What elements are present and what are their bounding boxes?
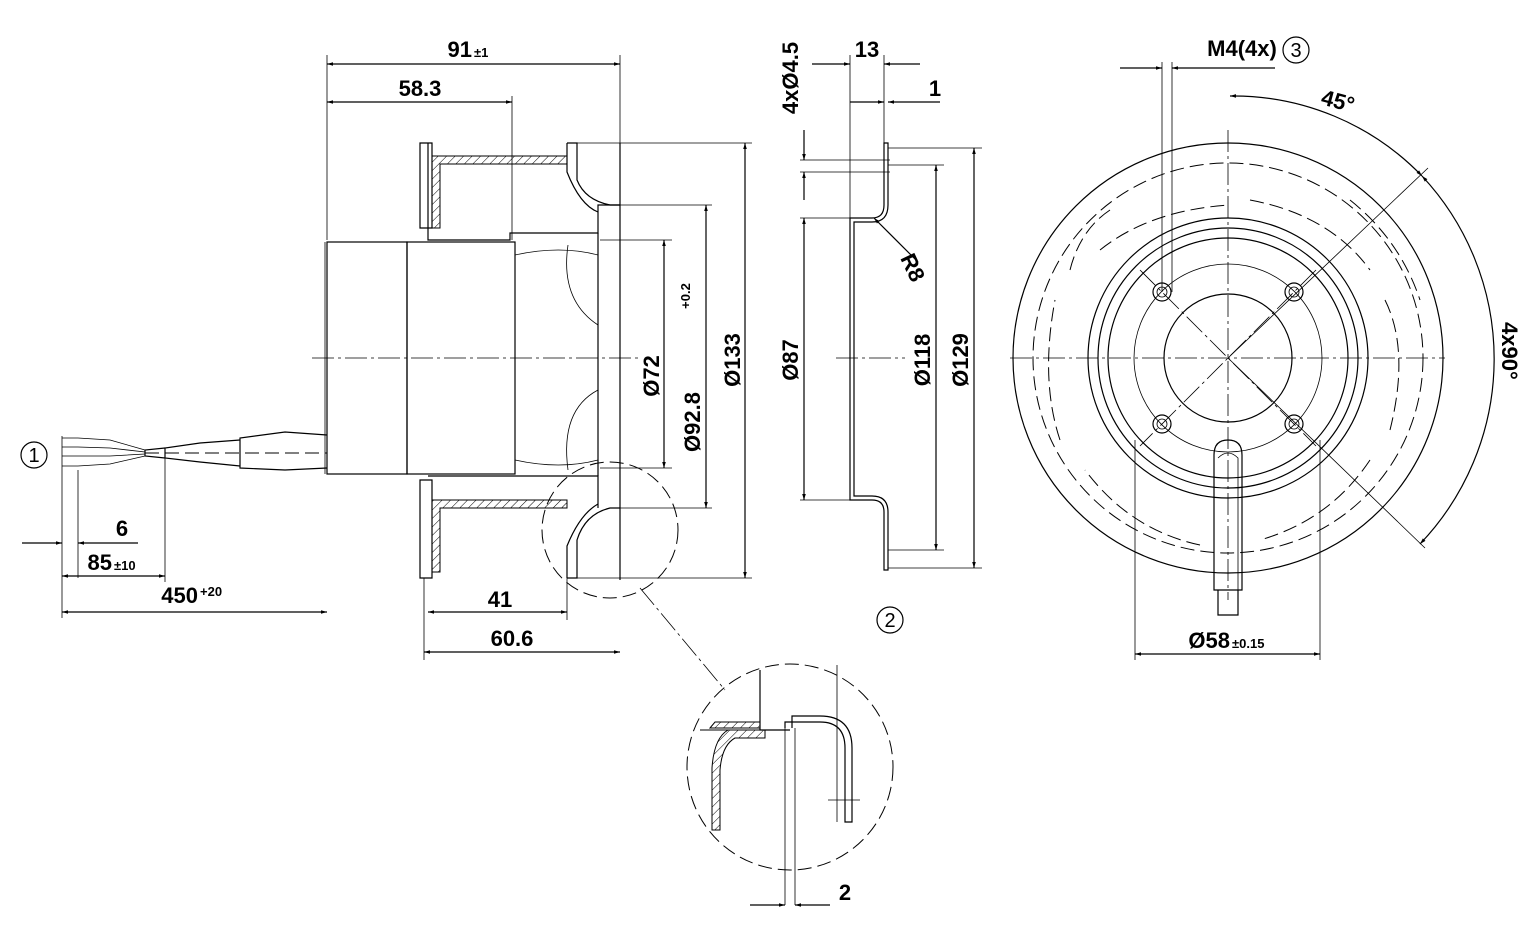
dim-41: 41: [488, 587, 512, 612]
inlet-ring: Ø87 4xØ4.5 13 1 R8 Ø118 Ø129: [778, 37, 982, 571]
dim-85: 85: [88, 550, 112, 575]
callout-3-circle: [1282, 36, 1310, 64]
dim-91: 91: [448, 37, 472, 62]
callout-2-circle: [876, 606, 904, 634]
cable: [61, 431, 328, 578]
callout-1-circle: [20, 441, 48, 469]
dim-58-3: 58.3: [399, 76, 442, 101]
dim-dia-58: Ø58: [1188, 628, 1230, 653]
dim-dia-118: Ø118: [910, 334, 935, 387]
side-view: [312, 142, 726, 691]
impeller-upper: [427, 143, 620, 241]
dim-450: 450: [161, 583, 198, 608]
dim-dia-92: Ø92.8: [680, 392, 705, 452]
dim-r8: R8: [895, 250, 930, 286]
dim-13: 13: [855, 37, 879, 62]
callout-1: 1: [28, 445, 39, 467]
dim-91-tol: ±1: [474, 45, 488, 60]
callout-3: 3: [1290, 40, 1301, 62]
dim-450-tol: +20: [200, 584, 222, 599]
dim-dia-87: Ø87: [778, 339, 803, 381]
thread-label: M4(4x): [1207, 36, 1277, 61]
dim-dia-129: Ø129: [948, 333, 973, 387]
callout-2: 2: [884, 610, 895, 632]
dim-holes: 4xØ4.5: [778, 42, 803, 114]
detail-circle: [541, 461, 679, 599]
dim-2: 2: [839, 880, 851, 905]
dim-dia-72: Ø72: [639, 355, 664, 397]
detail-view-outline: [686, 663, 894, 871]
dim-60-6: 60.6: [491, 626, 534, 651]
front-view: M4(4x) 3 45° 4x90° Ø58 ±0.15: [1010, 36, 1522, 660]
dim-85-tol: ±10: [114, 558, 136, 573]
detail-view: 2: [686, 663, 894, 907]
side-dimensions: 91 ±1 58.3 Ø72 Ø92.8 +0.2 Ø133 41 60.6 6…: [22, 37, 752, 660]
angle-4x90: 4x90°: [1497, 322, 1522, 380]
dim-1: 1: [929, 76, 941, 101]
dim-dia-58-tol: ±0.15: [1232, 636, 1264, 651]
dim-dia-92-tol: +0.2: [678, 283, 693, 309]
dim-6: 6: [116, 516, 128, 541]
dim-dia-133: Ø133: [720, 333, 745, 387]
